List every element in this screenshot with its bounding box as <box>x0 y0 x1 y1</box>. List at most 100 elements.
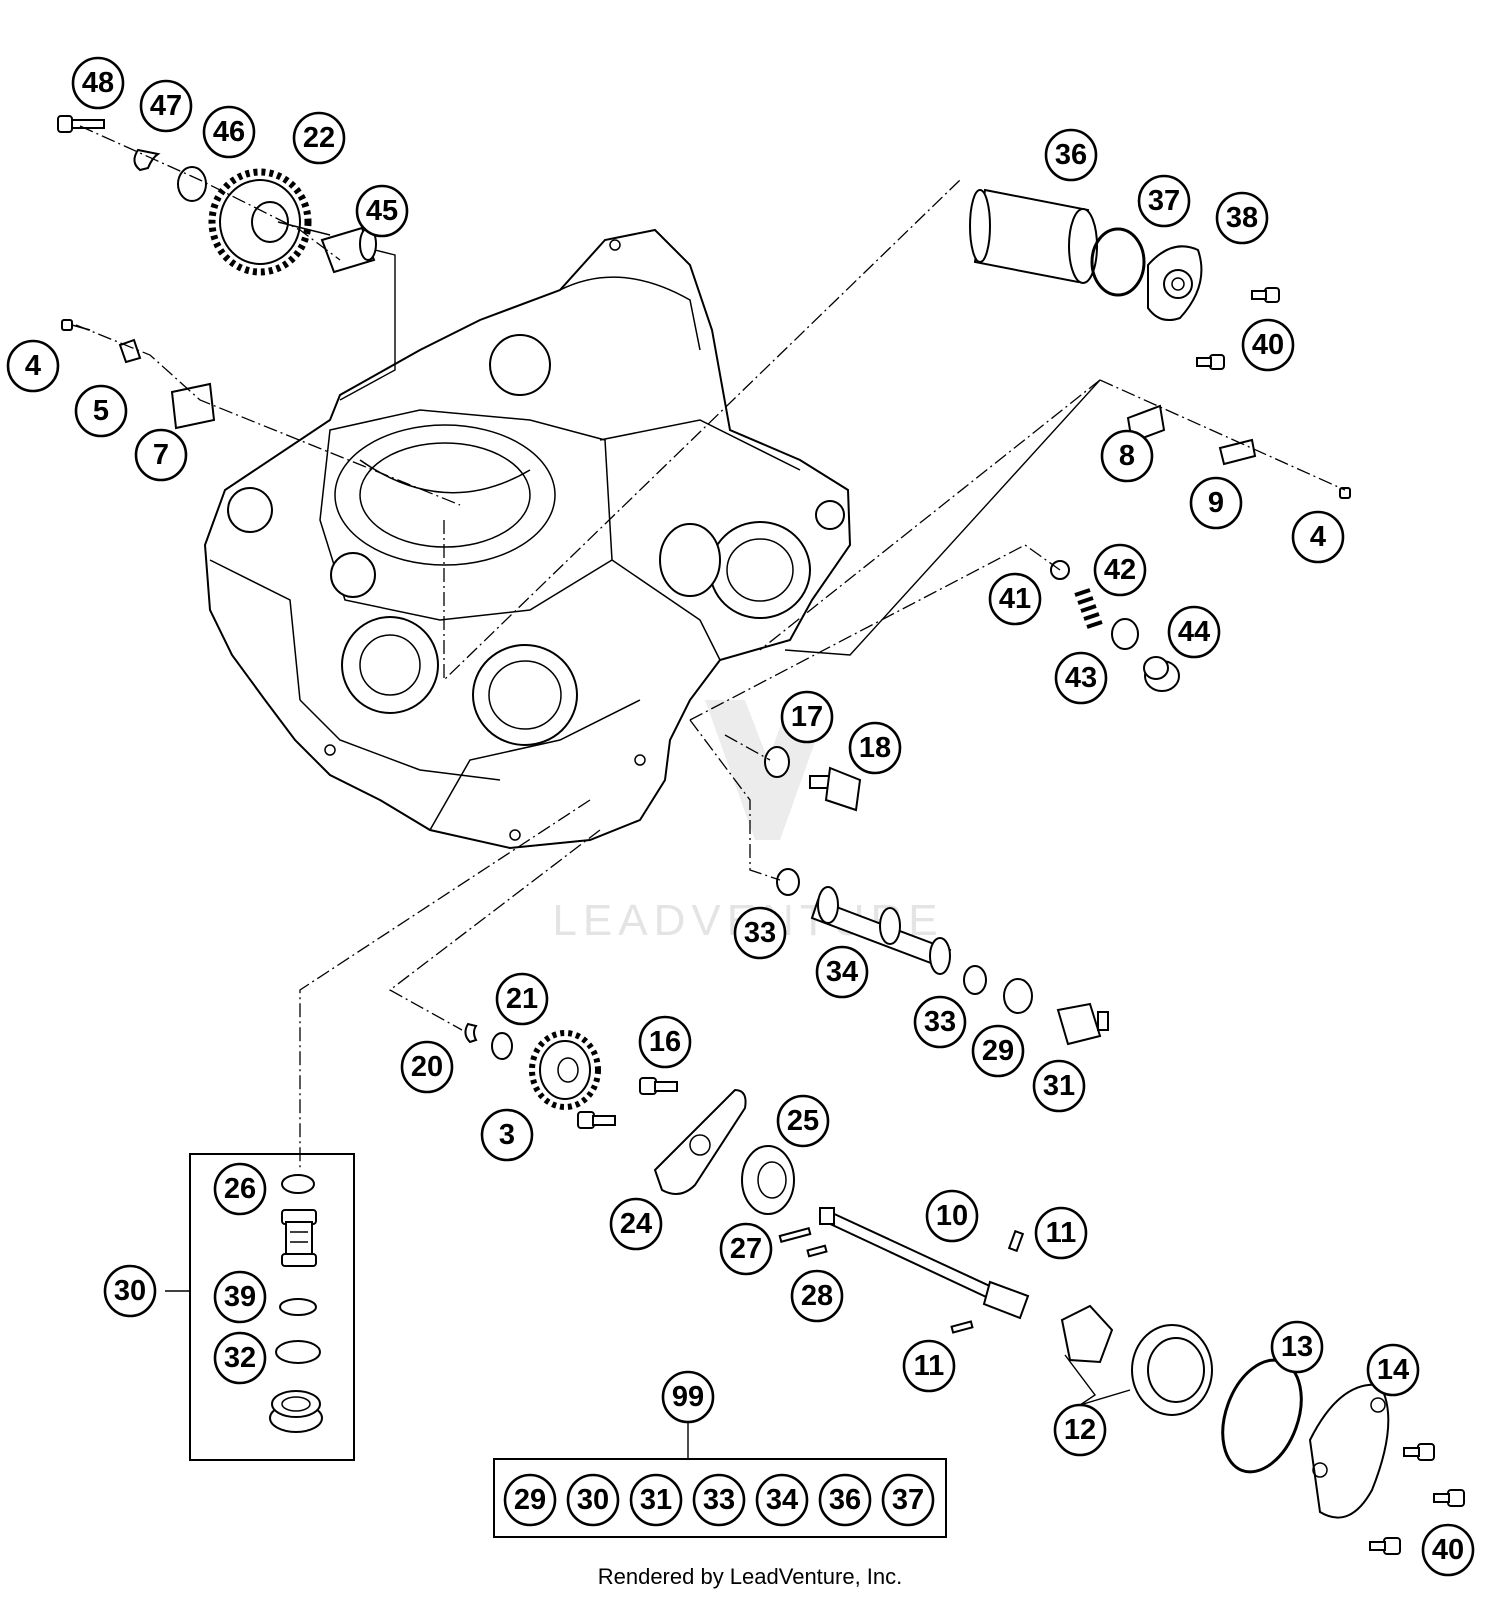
svg-text:34: 34 <box>766 1484 798 1516</box>
callout-27: 27 <box>719 1222 773 1276</box>
svg-text:7: 7 <box>153 439 169 471</box>
callout-30: 30 <box>103 1264 157 1318</box>
svg-text:13: 13 <box>1281 1331 1313 1363</box>
svg-text:30: 30 <box>577 1484 609 1516</box>
part-3-gear <box>529 1030 601 1110</box>
part-42-spring <box>1074 588 1103 629</box>
part-46-washer <box>177 166 207 202</box>
part-40-bolt-c <box>1403 1443 1435 1461</box>
svg-text:14: 14 <box>1377 1354 1409 1386</box>
part-4-screw-right <box>1339 487 1351 499</box>
callout-33-upper: 33 <box>733 906 787 960</box>
svg-text:99: 99 <box>672 1381 704 1413</box>
svg-text:47: 47 <box>150 90 182 122</box>
callout-39: 39 <box>213 1270 267 1324</box>
callout-32: 32 <box>213 1331 267 1385</box>
kit-callout-36: 36 <box>818 1473 872 1527</box>
callout-43: 43 <box>1054 651 1108 705</box>
part-12-rotor-set <box>1060 1304 1213 1416</box>
callout-46: 46 <box>202 105 256 159</box>
part-18-plug <box>809 766 862 812</box>
part-31-plug <box>1056 1002 1109 1046</box>
svg-text:41: 41 <box>999 583 1031 615</box>
callout-29: 29 <box>971 1024 1025 1078</box>
svg-text:17: 17 <box>791 701 823 733</box>
part-20-circlip <box>464 1022 478 1044</box>
svg-text:5: 5 <box>93 395 109 427</box>
callout-11-upper: 11 <box>1034 1206 1088 1260</box>
svg-text:16: 16 <box>649 1026 681 1058</box>
engine-case-half <box>203 228 852 850</box>
svg-text:25: 25 <box>787 1105 819 1137</box>
svg-text:24: 24 <box>620 1208 652 1240</box>
kit-callout-37: 37 <box>881 1473 935 1527</box>
svg-text:33: 33 <box>744 917 776 949</box>
callout-17: 17 <box>780 690 834 744</box>
svg-text:10: 10 <box>936 1200 968 1232</box>
svg-text:31: 31 <box>640 1484 672 1516</box>
callout-47: 47 <box>139 79 193 133</box>
callout-13: 13 <box>1270 1320 1324 1374</box>
svg-text:43: 43 <box>1065 662 1097 694</box>
svg-text:30: 30 <box>114 1275 146 1307</box>
kit-callout-34: 34 <box>755 1473 809 1527</box>
svg-text:40: 40 <box>1432 1534 1464 1566</box>
callout-7: 7 <box>134 428 188 482</box>
part-40-bolt-e <box>1369 1537 1401 1555</box>
svg-text:36: 36 <box>829 1484 861 1516</box>
part-37-o-ring <box>1090 227 1146 297</box>
callout-45: 45 <box>355 184 409 238</box>
callout-38: 38 <box>1215 191 1269 245</box>
svg-text:12: 12 <box>1064 1414 1096 1446</box>
callout-11-lower: 11 <box>902 1339 956 1393</box>
part-48-bolt <box>57 115 105 133</box>
part-34-shaft <box>810 886 952 975</box>
callout-37: 37 <box>1137 174 1191 228</box>
part-40-bolt-d <box>1433 1489 1465 1507</box>
part-16-bolt <box>639 1077 678 1095</box>
callout-9: 9 <box>1189 476 1243 530</box>
part-11-pin-a <box>1007 1229 1025 1253</box>
svg-text:28: 28 <box>801 1280 833 1312</box>
svg-text:37: 37 <box>1148 185 1180 217</box>
part-30-screen <box>281 1209 317 1267</box>
callout-4-right: 4 <box>1291 510 1345 564</box>
svg-text:11: 11 <box>1046 1217 1077 1249</box>
part-17-washer <box>764 746 790 778</box>
svg-text:29: 29 <box>982 1035 1014 1067</box>
svg-text:33: 33 <box>924 1006 956 1038</box>
svg-text:18: 18 <box>859 732 891 764</box>
kit-callout-31: 31 <box>629 1473 683 1527</box>
svg-text:26: 26 <box>224 1173 256 1205</box>
part-7-plate <box>170 382 216 430</box>
svg-text:32: 32 <box>224 1342 256 1374</box>
svg-text:36: 36 <box>1055 139 1087 171</box>
part-10-pump-shaft <box>819 1207 1030 1320</box>
callout-31: 31 <box>1032 1059 1086 1113</box>
callout-12: 12 <box>1053 1403 1107 1457</box>
callout-36: 36 <box>1044 128 1098 182</box>
svg-text:46: 46 <box>213 116 245 148</box>
part-33-ring-a <box>776 868 800 896</box>
part-3-bolt <box>577 1111 616 1129</box>
svg-text:40: 40 <box>1252 329 1284 361</box>
part-39-o-ring <box>279 1298 317 1316</box>
part-32-o-ring <box>275 1340 321 1364</box>
kit-99-box <box>493 1458 947 1538</box>
part-9-bracket <box>1218 438 1257 466</box>
group-30-box <box>189 1153 355 1461</box>
svg-text:4: 4 <box>1310 521 1326 553</box>
callout-42: 42 <box>1093 543 1147 597</box>
callout-40-bottom: 40 <box>1421 1523 1475 1577</box>
part-24-cover-plate <box>653 1088 747 1195</box>
svg-text:33: 33 <box>703 1484 735 1516</box>
part-21-washer <box>491 1032 513 1060</box>
svg-text:21: 21 <box>506 983 538 1015</box>
callout-41: 41 <box>988 572 1042 626</box>
part-25-rotor <box>741 1145 795 1215</box>
svg-text:48: 48 <box>82 67 114 99</box>
callout-26: 26 <box>213 1162 267 1216</box>
callout-20: 20 <box>400 1040 454 1094</box>
kit-callout-29: 29 <box>503 1473 557 1527</box>
part-30-plug <box>269 1390 323 1433</box>
